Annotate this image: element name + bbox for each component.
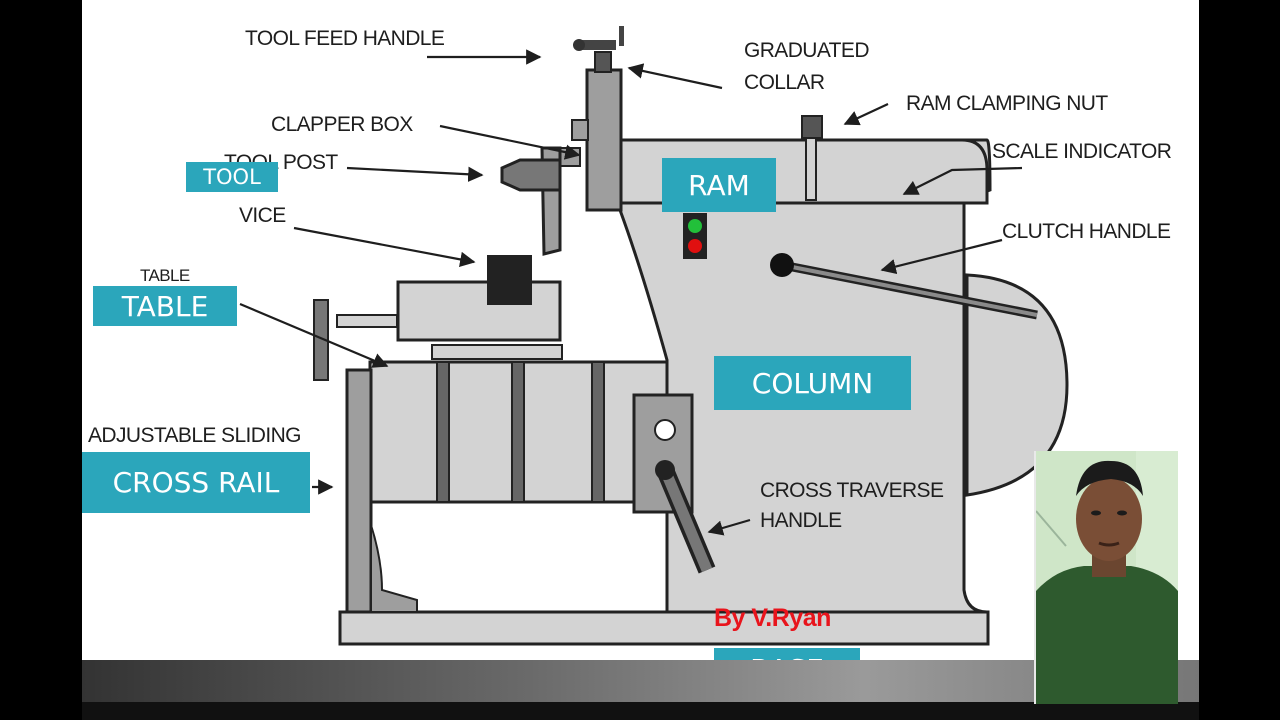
base-part (338, 610, 990, 646)
label-clapper-box: CLAPPER BOX (271, 113, 413, 136)
slide: TOOL FEED HANDLE GRADUATED COLLAR RAM CL… (82, 0, 1199, 720)
indicator-light (683, 213, 707, 259)
label-tool-feed-handle: TOOL FEED HANDLE (245, 27, 445, 50)
credit-text: By V.Ryan (714, 604, 831, 632)
ram-clamping-nut-part (801, 115, 823, 201)
presenter-webcam (1034, 451, 1178, 704)
footer-bar (82, 660, 1199, 702)
tool-feed-handle-part (573, 26, 624, 73)
box-table: TABLE (93, 286, 237, 326)
label-scale-indicator: SCALE INDICATOR (992, 140, 1172, 163)
label-cross-traverse-handle: HANDLE (760, 509, 842, 532)
leader-arrows (239, 49, 1023, 536)
label-vice: VICE (239, 204, 286, 227)
label-ram-clamping-nut: RAM CLAMPING NUT (906, 92, 1108, 115)
vice-part (313, 255, 563, 381)
tool-post-part (500, 158, 562, 192)
box-tool: TOOL (186, 162, 278, 192)
drive-cover (965, 273, 1069, 497)
cross-rail-part (368, 360, 669, 504)
presenter-webcam-icon (1036, 451, 1178, 704)
clutch-handle-part (770, 253, 1038, 320)
table-support (345, 368, 418, 614)
label-clutch-handle: CLUTCH HANDLE (1002, 220, 1171, 243)
label-cross-traverse: CROSS TRAVERSE (760, 479, 944, 502)
footer-bar-dark (82, 702, 1199, 720)
shaping-machine-diagram (82, 26, 1069, 702)
box-cross-rail: CROSS RAIL (82, 452, 310, 513)
label-graduated: GRADUATED (744, 39, 869, 62)
box-column: COLUMN (714, 356, 911, 410)
label-collar: COLLAR (744, 71, 825, 94)
box-ram: RAM (662, 158, 776, 212)
cross-traverse-handle-part (632, 393, 716, 574)
label-table-small: TABLE (140, 266, 190, 285)
label-adjustable-sliding: ADJUSTABLE SLIDING (88, 424, 301, 447)
